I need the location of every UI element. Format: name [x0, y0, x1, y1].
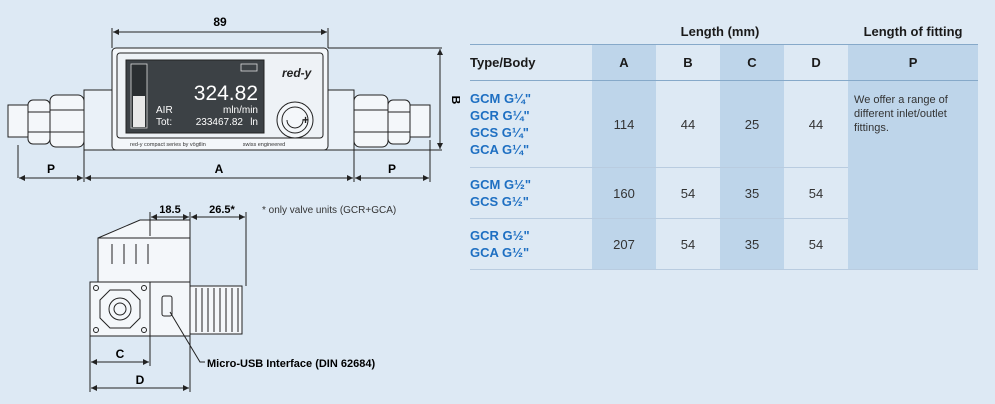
type-item: GCS G½" [470, 194, 529, 209]
type-item: GCA G¼" [470, 142, 530, 157]
device-footer-left: red-y compact series by vögtlin [130, 142, 206, 148]
cell-d: 54 [784, 218, 849, 270]
col-type-body: Type/Body [470, 44, 592, 81]
group-empty [470, 18, 592, 45]
display-total-label: Tot: [156, 117, 172, 128]
dim-overall-label: 89 [213, 15, 227, 29]
usb-interface-label: Micro-USB Interface (DIN 62684) [207, 358, 375, 370]
dim-c-label: C [116, 347, 125, 361]
type-item: GCS G¼" [470, 125, 529, 140]
brand-logo: red-y [282, 66, 313, 80]
cell-c: 35 [720, 167, 784, 219]
cell-c: 35 [720, 218, 784, 270]
display-flow-value: 324.82 [194, 82, 258, 105]
dim-p-right-label: P [388, 162, 396, 176]
type-item: GCR G¼" [470, 108, 530, 123]
table-row: GCM G½" GCS G½" 160 54 35 54 [470, 167, 978, 219]
row-types: GCR G½" GCA G½" [470, 218, 592, 270]
group-length: Length (mm) [680, 23, 760, 39]
table-row: GCM G¼" GCR G¼" GCS G¼" GCA G¼" 114 44 2… [470, 80, 979, 270]
dim-b-label: B [449, 96, 460, 105]
knob-plus: + [302, 113, 309, 127]
type-item: GCM G¼" [470, 91, 532, 106]
row-types: GCM G½" GCS G½" [470, 167, 592, 219]
dim-26-5-label: 26.5* [209, 204, 235, 216]
cell-c: 25 [720, 80, 784, 168]
fitting-note: We offer a range of different inlet/outl… [848, 80, 979, 270]
col-d: D [784, 44, 849, 81]
cell-a: 207 [592, 218, 656, 270]
cell-b: 44 [656, 80, 720, 168]
col-a: A [592, 44, 656, 81]
table-row: GCR G½" GCA G½" 207 54 35 54 [470, 218, 978, 270]
side-view [89, 212, 247, 392]
type-item: GCM G½" [470, 177, 532, 192]
cell-d: 54 [784, 167, 849, 219]
cell-d: 44 [784, 80, 849, 168]
dim-18-5-label: 18.5 [159, 204, 180, 216]
type-item: GCA G½" [470, 245, 530, 260]
dim-a-label: A [215, 162, 224, 176]
technical-drawing: 89 B P A P 324.82 AIR mln/min Tot: 23346… [7, 15, 460, 392]
display-total-value: 233467.82 [196, 117, 244, 128]
cell-b: 54 [656, 167, 720, 219]
table-column-header: Type/Body A B C D P [470, 44, 979, 81]
type-item: GCR G½" [470, 228, 530, 243]
device-footer-right: swiss engineered [243, 142, 286, 148]
col-c: C [720, 44, 784, 81]
display-unit: mln/min [223, 105, 258, 116]
cell-a: 160 [592, 167, 656, 219]
cell-a: 114 [592, 80, 656, 168]
display-total-unit: ln [250, 117, 258, 128]
dimensions-table-container: Length (mm) Length of fitting Type/Body … [470, 18, 979, 270]
display-gas: AIR [156, 105, 173, 116]
group-fitting: Length of fitting [863, 23, 963, 39]
col-p: P [848, 44, 979, 81]
dimensions-table: Length (mm) Length of fitting Type/Body … [470, 18, 979, 270]
valve-note: * only valve units (GCR+GCA) [262, 205, 396, 216]
cell-b: 54 [656, 218, 720, 270]
front-view [7, 28, 443, 182]
col-b: B [656, 44, 720, 81]
table-group-header: Length (mm) Length of fitting [470, 18, 978, 45]
dim-d-label: D [136, 373, 145, 387]
row-types: GCM G¼" GCR G¼" GCS G¼" GCA G¼" [470, 80, 592, 168]
dim-p-left-label: P [47, 162, 55, 176]
